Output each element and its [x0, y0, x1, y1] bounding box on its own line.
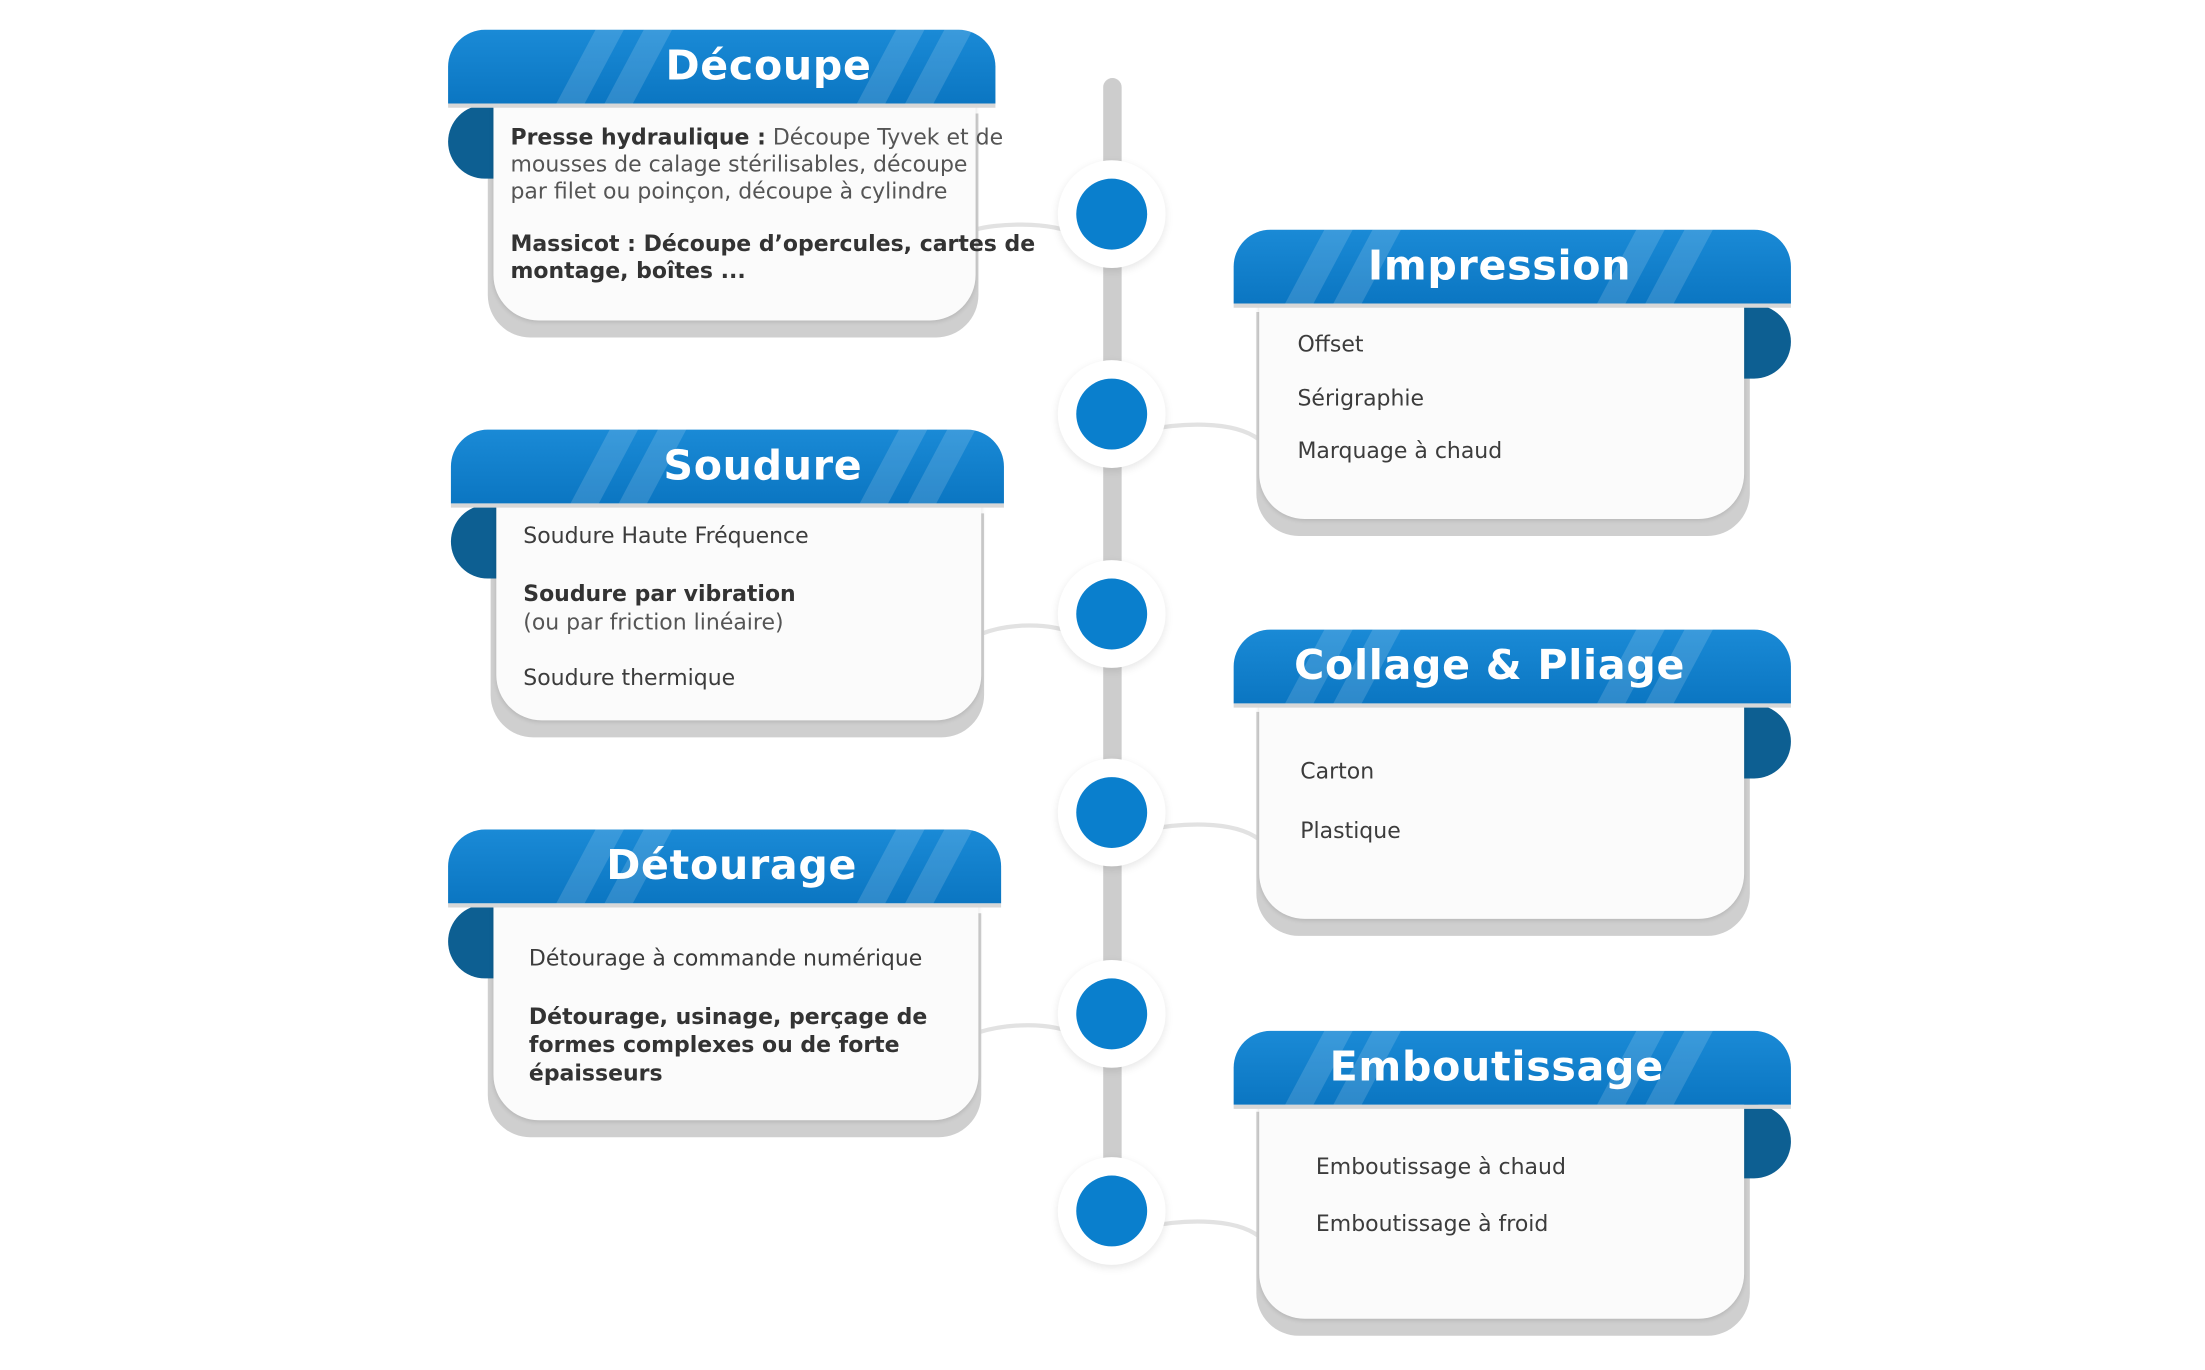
banner-curl — [1742, 304, 1791, 379]
card-item: Marquage à chaud — [1297, 438, 1503, 464]
card-body — [1259, 1103, 1745, 1319]
card-banner: Collage & Pliage — [1233, 629, 1791, 704]
card-body — [1259, 303, 1745, 519]
card-banner: Découpe — [448, 29, 996, 104]
banner-curl — [448, 904, 497, 979]
card-title: Collage & Pliage — [1294, 640, 1686, 690]
card-body — [493, 901, 979, 1121]
card-item: Massicot : Découpe d’opercules, cartes d… — [510, 231, 1036, 284]
timeline-node-5 — [1057, 959, 1166, 1068]
timeline-node-4 — [1057, 758, 1166, 867]
timeline-dot — [1076, 178, 1148, 250]
card-item: Détourage à commande numérique — [528, 945, 923, 972]
card-item: Emboutissage à froid — [1315, 1210, 1549, 1237]
card-item: Carton — [1300, 758, 1375, 785]
card-title: Détourage — [606, 840, 858, 890]
timeline-node-1 — [1057, 160, 1166, 269]
card-item: Sérigraphie — [1297, 385, 1425, 412]
timeline-node-2 — [1057, 360, 1166, 468]
timeline-dot — [1076, 978, 1148, 1050]
timeline-dot — [1076, 378, 1148, 450]
card-item: Soudure par vibration (ou par friction l… — [523, 581, 796, 636]
card-item: Offset — [1297, 331, 1364, 358]
card-item: Soudure Haute Fréquence — [523, 523, 809, 549]
card-title: Découpe — [665, 41, 872, 90]
banner-curl — [450, 504, 500, 579]
card-item: Emboutissage à chaud — [1315, 1154, 1566, 1180]
timeline-dot — [1076, 1175, 1148, 1247]
card-banner: Détourage — [448, 829, 1002, 904]
card-body — [496, 501, 982, 721]
card-title: Soudure — [663, 440, 863, 490]
timeline-dot — [1076, 578, 1148, 650]
card-item: Plastique — [1300, 818, 1401, 844]
banner-curl — [1742, 704, 1791, 779]
banner-curl — [448, 104, 497, 179]
card-item: Détourage, usinage, perçage de formes co… — [528, 1003, 928, 1087]
card-title: Emboutissage — [1329, 1042, 1664, 1091]
card-title: Impression — [1367, 241, 1632, 290]
card-item: Soudure thermique — [523, 665, 736, 691]
banner-curl — [1742, 1104, 1791, 1179]
timeline-node-6 — [1057, 1157, 1166, 1265]
card-body — [493, 102, 976, 321]
card-item: Presse hydraulique : Découpe Tyvek et de… — [510, 124, 1004, 205]
card-banner: Impression — [1233, 229, 1791, 304]
card-banner: Emboutissage — [1233, 1030, 1791, 1105]
timeline-dot — [1076, 777, 1148, 848]
timeline-node-3 — [1057, 560, 1166, 668]
card-banner: Soudure — [450, 429, 1004, 504]
card-body — [1259, 703, 1745, 919]
